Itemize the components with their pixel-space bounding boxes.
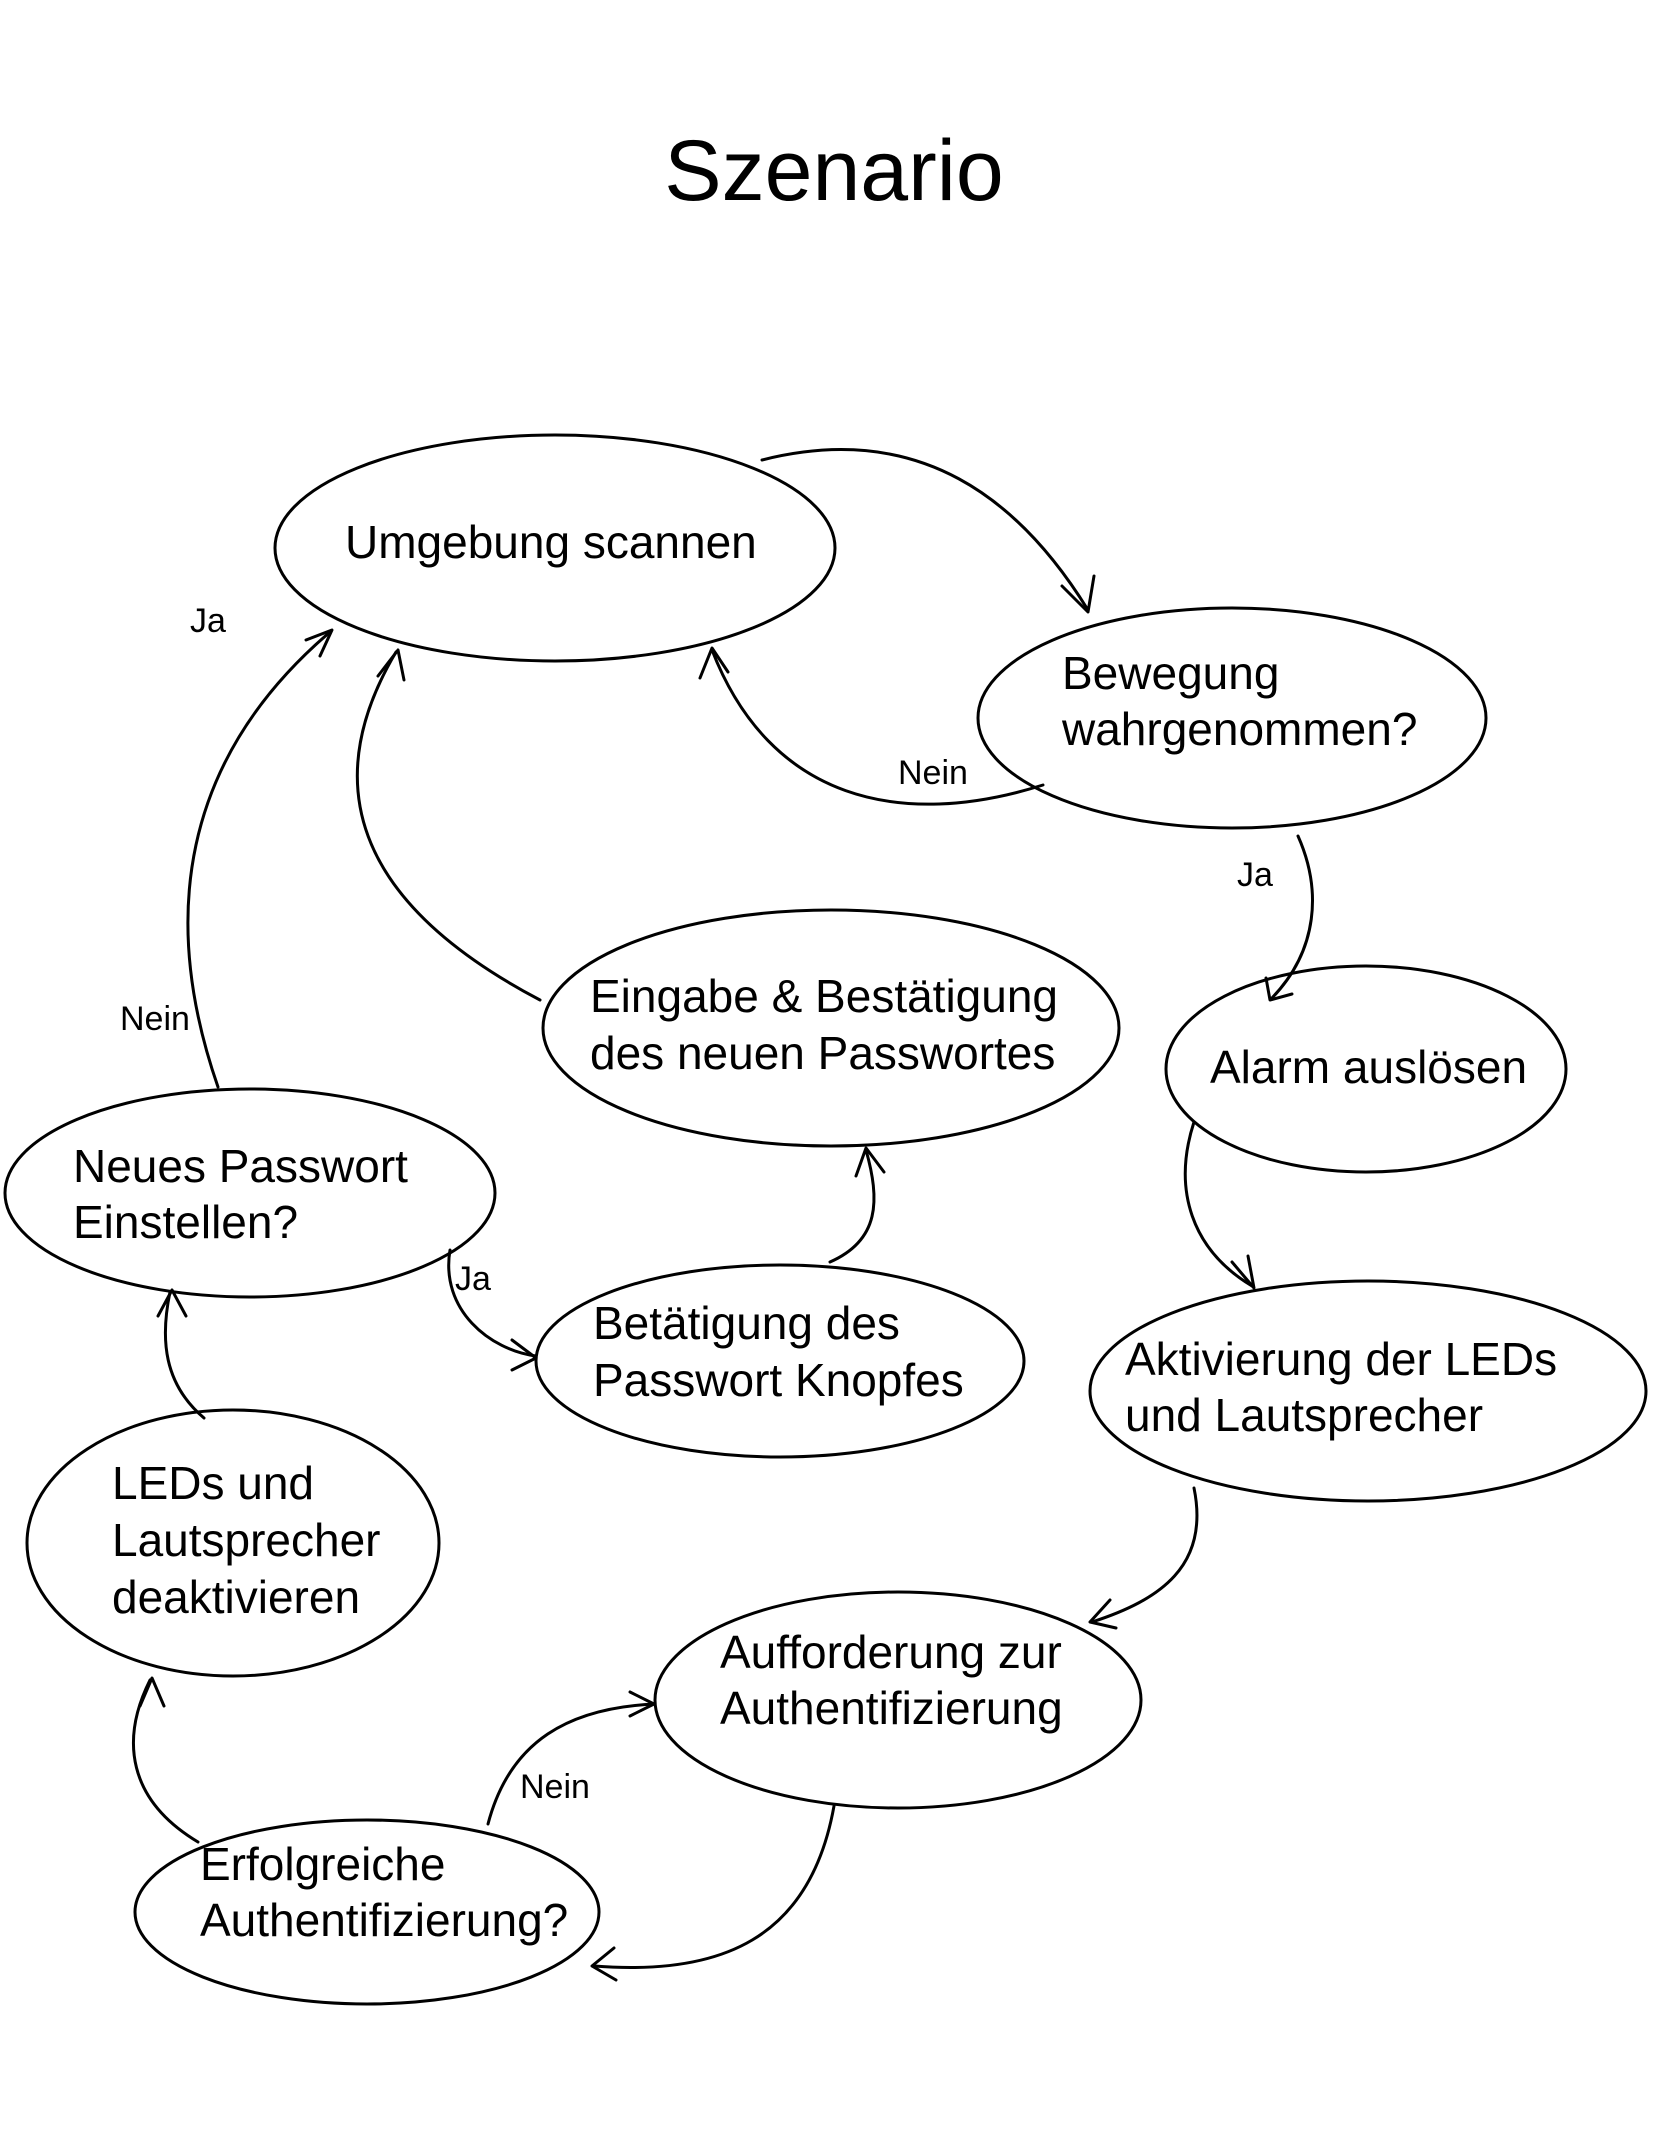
node-activate: Aktivierung der LEDs und Lautsprecher	[1088, 1279, 1648, 1503]
edge-activate-to-auth-request	[1090, 1486, 1199, 1624]
edge-auth-no-to-auth-request-arrowhead	[628, 1690, 656, 1718]
node-press-button-label-line-2: Passwort Knopfes	[593, 1354, 964, 1406]
node-press-button-label-line-1: Betätigung des	[593, 1297, 900, 1349]
node-deactivate-label-line-2: Lautsprecher	[112, 1514, 381, 1566]
node-alarm-label-line-1: Alarm auslösen	[1210, 1041, 1527, 1093]
edge-press-button-to-enter-password-arrowhead	[854, 1146, 886, 1178]
node-scan-label-line-1: Umgebung scannen	[345, 516, 757, 568]
edge-new-password-no-to-scan-arrowhead	[304, 628, 334, 658]
edge-auth-request-to-auth-success-arrowhead	[590, 1946, 618, 1982]
edge-alarm-to-activate	[1183, 1120, 1254, 1288]
edge-motion-yes-to-alarm	[1270, 834, 1314, 1000]
edge-deactivate-to-new-password-arrowhead	[156, 1288, 188, 1318]
node-scan: Umgebung scannen	[273, 433, 837, 663]
edge-deactivate-to-new-password	[163, 1290, 206, 1420]
node-alarm: Alarm auslösen	[1164, 964, 1568, 1174]
node-enter-password: Eingabe & Bestätigung des neuen Passwort…	[541, 908, 1121, 1148]
edge-auth-request-to-auth-success	[592, 1804, 836, 1970]
node-enter-password-label-line-2: des neuen Passwortes	[590, 1027, 1055, 1079]
edge-label-motion-yes: Ja	[1237, 856, 1273, 894]
node-auth-success: Erfolgreiche Authentifizierung?	[133, 1818, 601, 2006]
node-new-password: Neues Passwort Einstellen?	[3, 1087, 497, 1299]
edge-scan-to-motion	[760, 448, 1090, 612]
node-motion: Bewegung wahrgenommen?	[976, 606, 1488, 830]
node-motion-label-line-2: wahrgenommen?	[1061, 703, 1417, 755]
node-deactivate-label-line-1: LEDs und	[112, 1457, 314, 1509]
node-auth-success-label-line-1: Erfolgreiche	[200, 1838, 445, 1890]
edge-new-password-yes-to-press-button-arrowhead	[510, 1338, 538, 1372]
node-auth-success-label-line-2: Authentifizierung?	[200, 1894, 568, 1946]
edge-label-motion-no: Nein	[898, 754, 968, 792]
page-title: Szenario	[664, 123, 1004, 219]
node-activate-label-line-1: Aktivierung der LEDs	[1125, 1333, 1557, 1385]
edge-new-password-no-to-scan	[186, 630, 332, 1089]
node-new-password-label-line-2: Einstellen?	[73, 1196, 298, 1248]
node-enter-password-label-line-1: Eingabe & Bestätigung	[590, 970, 1058, 1022]
edge-auth-success-to-deactivate-arrowhead	[138, 1676, 166, 1708]
edge-auth-success-to-deactivate	[132, 1678, 200, 1844]
node-activate-label-line-2: und Lautsprecher	[1125, 1389, 1483, 1441]
node-auth-request: Aufforderung zur Authentifizierung	[653, 1590, 1143, 1810]
edge-scan-to-motion-arrowhead	[1060, 574, 1096, 614]
edge-alarm-to-activate-arrowhead	[1230, 1254, 1256, 1290]
edge-label-back-to-scan-yes: Ja	[190, 602, 226, 640]
edge-new-password-yes-to-press-button	[447, 1248, 538, 1358]
edge-motion-no-to-scan	[710, 648, 1045, 806]
node-auth-request-label-line-2: Authentifizierung	[720, 1682, 1063, 1734]
node-deactivate: LEDs und Lautsprecher deaktivieren	[25, 1408, 441, 1678]
node-deactivate-label-line-3: deaktivieren	[112, 1571, 360, 1623]
edge-motion-no-to-scan-arrowhead	[698, 646, 730, 680]
node-auth-request-label-line-1: Aufforderung zur	[720, 1626, 1062, 1678]
edge-auth-no-to-auth-request	[486, 1702, 656, 1826]
edge-enter-password-to-scan	[355, 650, 542, 1002]
edge-press-button-to-enter-password	[828, 1148, 876, 1264]
node-motion-label-line-1: Bewegung	[1062, 647, 1279, 699]
node-press-button: Betätigung des Passwort Knopfes	[534, 1263, 1026, 1459]
edge-activate-to-auth-request-arrowhead	[1088, 1598, 1118, 1630]
edge-label-new-password-no: Nein	[120, 1000, 190, 1038]
edge-motion-yes-to-alarm-arrowhead	[1264, 976, 1294, 1002]
edge-label-auth-no: Nein	[520, 1768, 590, 1806]
edge-label-new-password-yes: Ja	[455, 1260, 491, 1298]
node-new-password-label-line-1: Neues Passwort	[73, 1140, 408, 1192]
edge-enter-password-to-scan-arrowhead	[376, 648, 406, 682]
